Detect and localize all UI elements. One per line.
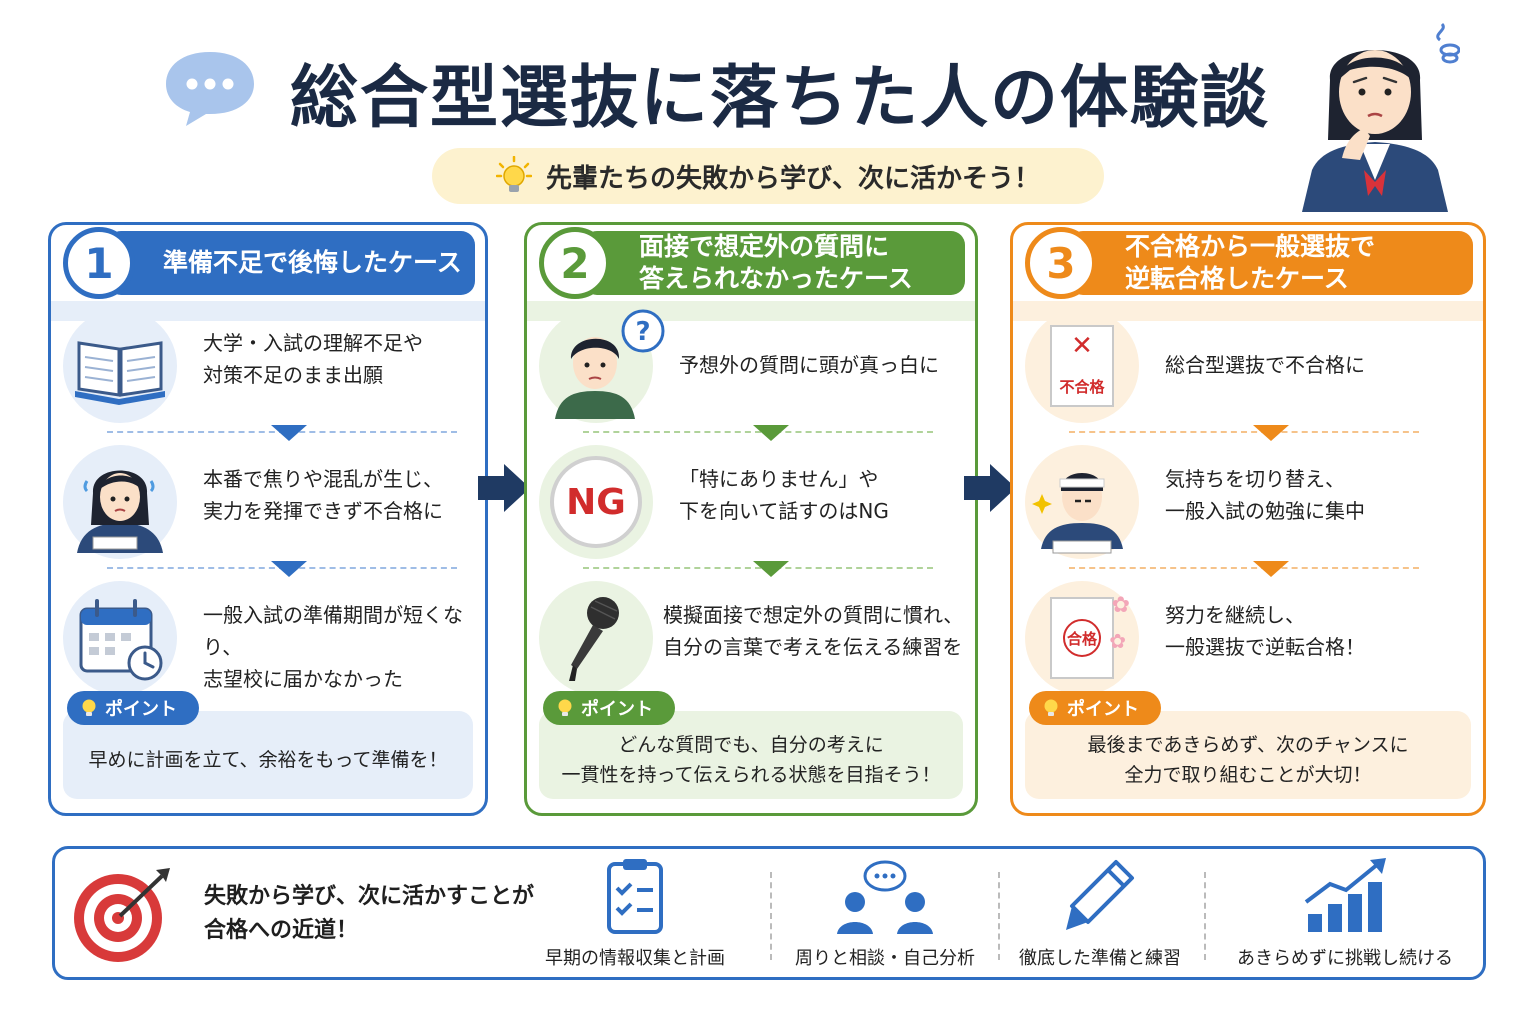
case-title-1: 準備不足で後悔したケース bbox=[107, 231, 475, 295]
subtitle-banner: 先輩たちの失敗から学び、次に活かそう！ bbox=[432, 148, 1104, 204]
worried-student-icon bbox=[1302, 22, 1460, 212]
case-step-text: 「特にありません」や 下を向いて話すのはNG bbox=[679, 467, 889, 523]
divider bbox=[1069, 567, 1419, 569]
rejection-document-icon: ✕ 不合格 bbox=[1025, 309, 1139, 423]
studying-student-icon bbox=[1025, 445, 1139, 559]
case-step: 合格 ✿ ✿ 努力を継続し、 一般選抜で逆転合格！ bbox=[1025, 581, 1435, 701]
case-step: ? 予想外の質問に頭が真っ白に bbox=[539, 309, 949, 429]
point-box: 早めに計画を立て、余裕をもって準備を！ bbox=[63, 711, 473, 799]
lightbulb-icon bbox=[558, 699, 572, 716]
divider bbox=[1069, 431, 1419, 433]
growth-chart-icon bbox=[1304, 858, 1386, 932]
summary-item-label: 徹底した準備と練習 bbox=[1019, 948, 1181, 969]
point-label-text: ポイント bbox=[1067, 699, 1139, 720]
page-title: 総合型選抜に落ちた人の体験談 bbox=[289, 58, 1270, 138]
case-number-badge: 3 bbox=[1025, 227, 1097, 299]
point-box: どんな質問でも、自分の考えに 一貫性を持って伝えられる状態を目指そう！ bbox=[539, 711, 963, 799]
x-mark-icon: ✕ bbox=[1071, 331, 1093, 361]
people-chat-icon bbox=[837, 860, 933, 934]
down-arrow-icon bbox=[753, 561, 789, 577]
point-box: 最後まであきらめず、次のチャンスに 全力で取り組むことが大切！ bbox=[1025, 711, 1471, 799]
subtitle-text: 先輩たちの失敗から学び、次に活かそう！ bbox=[545, 163, 1040, 194]
divider bbox=[998, 872, 1000, 960]
down-arrow-icon bbox=[1253, 425, 1289, 441]
point-label: ポイント bbox=[1029, 691, 1161, 725]
summary-panel bbox=[52, 846, 1486, 980]
lightbulb-icon bbox=[495, 156, 532, 192]
summary-item-label: 周りと相談・自己分析 bbox=[795, 948, 975, 969]
case-column-3: 不合格から一般選抜で 逆転合格したケース 3 ✕ 不合格 総合型選抜で不合格に bbox=[1010, 222, 1486, 816]
right-arrow-icon bbox=[478, 464, 530, 512]
header-shade bbox=[51, 301, 485, 321]
point-label: ポイント bbox=[67, 691, 199, 725]
sakura-icon: ✿ bbox=[1109, 629, 1126, 653]
case-step-text: 気持ちを切り替え、 一般入試の勉強に集中 bbox=[1165, 467, 1365, 523]
down-arrow-icon bbox=[753, 425, 789, 441]
microphone-icon bbox=[539, 581, 653, 695]
case-step-text: 一般入試の準備期間が短くなり、 志望校に届かなかった bbox=[203, 603, 463, 691]
point-label-text: ポイント bbox=[581, 699, 653, 720]
case-column-1: 準備不足で後悔したケース 1 大学・入試の理解不足や 対策不足のまま出願 bbox=[48, 222, 488, 816]
case-title-2: 面接で想定外の質問に 答えられなかったケース bbox=[583, 231, 965, 295]
calendar-clock-icon bbox=[63, 581, 177, 695]
case-step-text: 総合型選抜で不合格に bbox=[1165, 353, 1365, 377]
case-title-text: 準備不足で後悔したケース bbox=[163, 248, 462, 277]
summary-item: 徹底した準備と練習 bbox=[1000, 856, 1200, 974]
header-shade bbox=[1013, 301, 1483, 321]
rejection-stamp-text: 不合格 bbox=[1059, 378, 1105, 396]
sakura-icon: ✿ bbox=[1111, 593, 1130, 618]
case-column-2: 面接で想定外の質問に 答えられなかったケース 2 ? 予想外の質問に頭が真っ白に… bbox=[524, 222, 978, 816]
pencil-icon bbox=[1066, 860, 1134, 930]
ng-icon: NG bbox=[539, 445, 653, 559]
summary-item-label: あきらめずに挑戦し続ける bbox=[1237, 948, 1453, 969]
point-label: ポイント bbox=[543, 691, 675, 725]
summary-message: 失敗から学び、次に活かすことが 合格への近道！ bbox=[204, 884, 535, 943]
confused-student-icon: ? bbox=[539, 309, 665, 423]
case-step: 一般入試の準備期間が短くなり、 志望校に届かなかった bbox=[63, 581, 473, 701]
case-step: 模擬面接で想定外の質問に慣れ、 自分の言葉で考えを伝える練習を bbox=[539, 581, 963, 701]
summary-item: 早期の情報収集と計画 bbox=[530, 856, 740, 974]
case-step-text: 予想外の質問に頭が真っ白に bbox=[679, 353, 939, 377]
case-step-text: 努力を継続し、 一般選抜で逆転合格！ bbox=[1165, 603, 1365, 659]
pass-document-icon: 合格 ✿ ✿ bbox=[1025, 581, 1139, 695]
case-number-badge: 1 bbox=[63, 227, 135, 299]
case-step: 本番で焦りや混乱が生じ、 実力を発揮できず不合格に bbox=[63, 445, 473, 565]
summary-item: 周りと相談・自己分析 bbox=[780, 856, 990, 974]
case-step: 気持ちを切り替え、 一般入試の勉強に集中 bbox=[1025, 445, 1435, 565]
case-step-text: 大学・入試の理解不足や 対策不足のまま出願 bbox=[203, 331, 423, 387]
case-step-text: 模擬面接で想定外の質問に慣れ、 自分の言葉で考えを伝える練習を bbox=[663, 603, 964, 659]
down-arrow-icon bbox=[271, 425, 307, 441]
target-icon bbox=[74, 868, 170, 962]
summary-item: あきらめずに挑戦し続ける bbox=[1220, 856, 1470, 974]
ng-icon-text: NG bbox=[550, 456, 642, 548]
svg-text:?: ? bbox=[635, 317, 650, 347]
point-label-text: ポイント bbox=[105, 699, 177, 720]
clipboard-checklist-icon bbox=[607, 859, 663, 934]
speech-bubble-icon bbox=[166, 52, 254, 126]
case-number-badge: 2 bbox=[539, 227, 611, 299]
open-book-icon bbox=[63, 309, 177, 423]
divider bbox=[1204, 872, 1206, 960]
case-step: ✕ 不合格 総合型選抜で不合格に bbox=[1025, 309, 1435, 429]
anxious-student-icon bbox=[63, 445, 177, 559]
case-step-text: 本番で焦りや混乱が生じ、 実力を発揮できず不合格に bbox=[203, 467, 443, 523]
down-arrow-icon bbox=[271, 561, 307, 577]
case-title-text: 面接で想定外の質問に 答えられなかったケース bbox=[639, 232, 913, 293]
divider bbox=[770, 872, 772, 960]
case-title-3: 不合格から一般選抜で 逆転合格したケース bbox=[1069, 231, 1473, 295]
lightbulb-icon bbox=[82, 699, 96, 716]
case-step: 大学・入試の理解不足や 対策不足のまま出願 bbox=[63, 309, 473, 429]
lightbulb-icon bbox=[1044, 699, 1058, 716]
case-step: NG 「特にありません」や 下を向いて話すのはNG bbox=[539, 445, 949, 565]
case-title-text: 不合格から一般選抜で 逆転合格したケース bbox=[1125, 232, 1376, 293]
down-arrow-icon bbox=[1253, 561, 1289, 577]
pass-stamp-text: 合格 bbox=[1063, 619, 1101, 657]
right-arrow-icon bbox=[964, 464, 1016, 512]
summary-item-label: 早期の情報収集と計画 bbox=[545, 948, 725, 969]
